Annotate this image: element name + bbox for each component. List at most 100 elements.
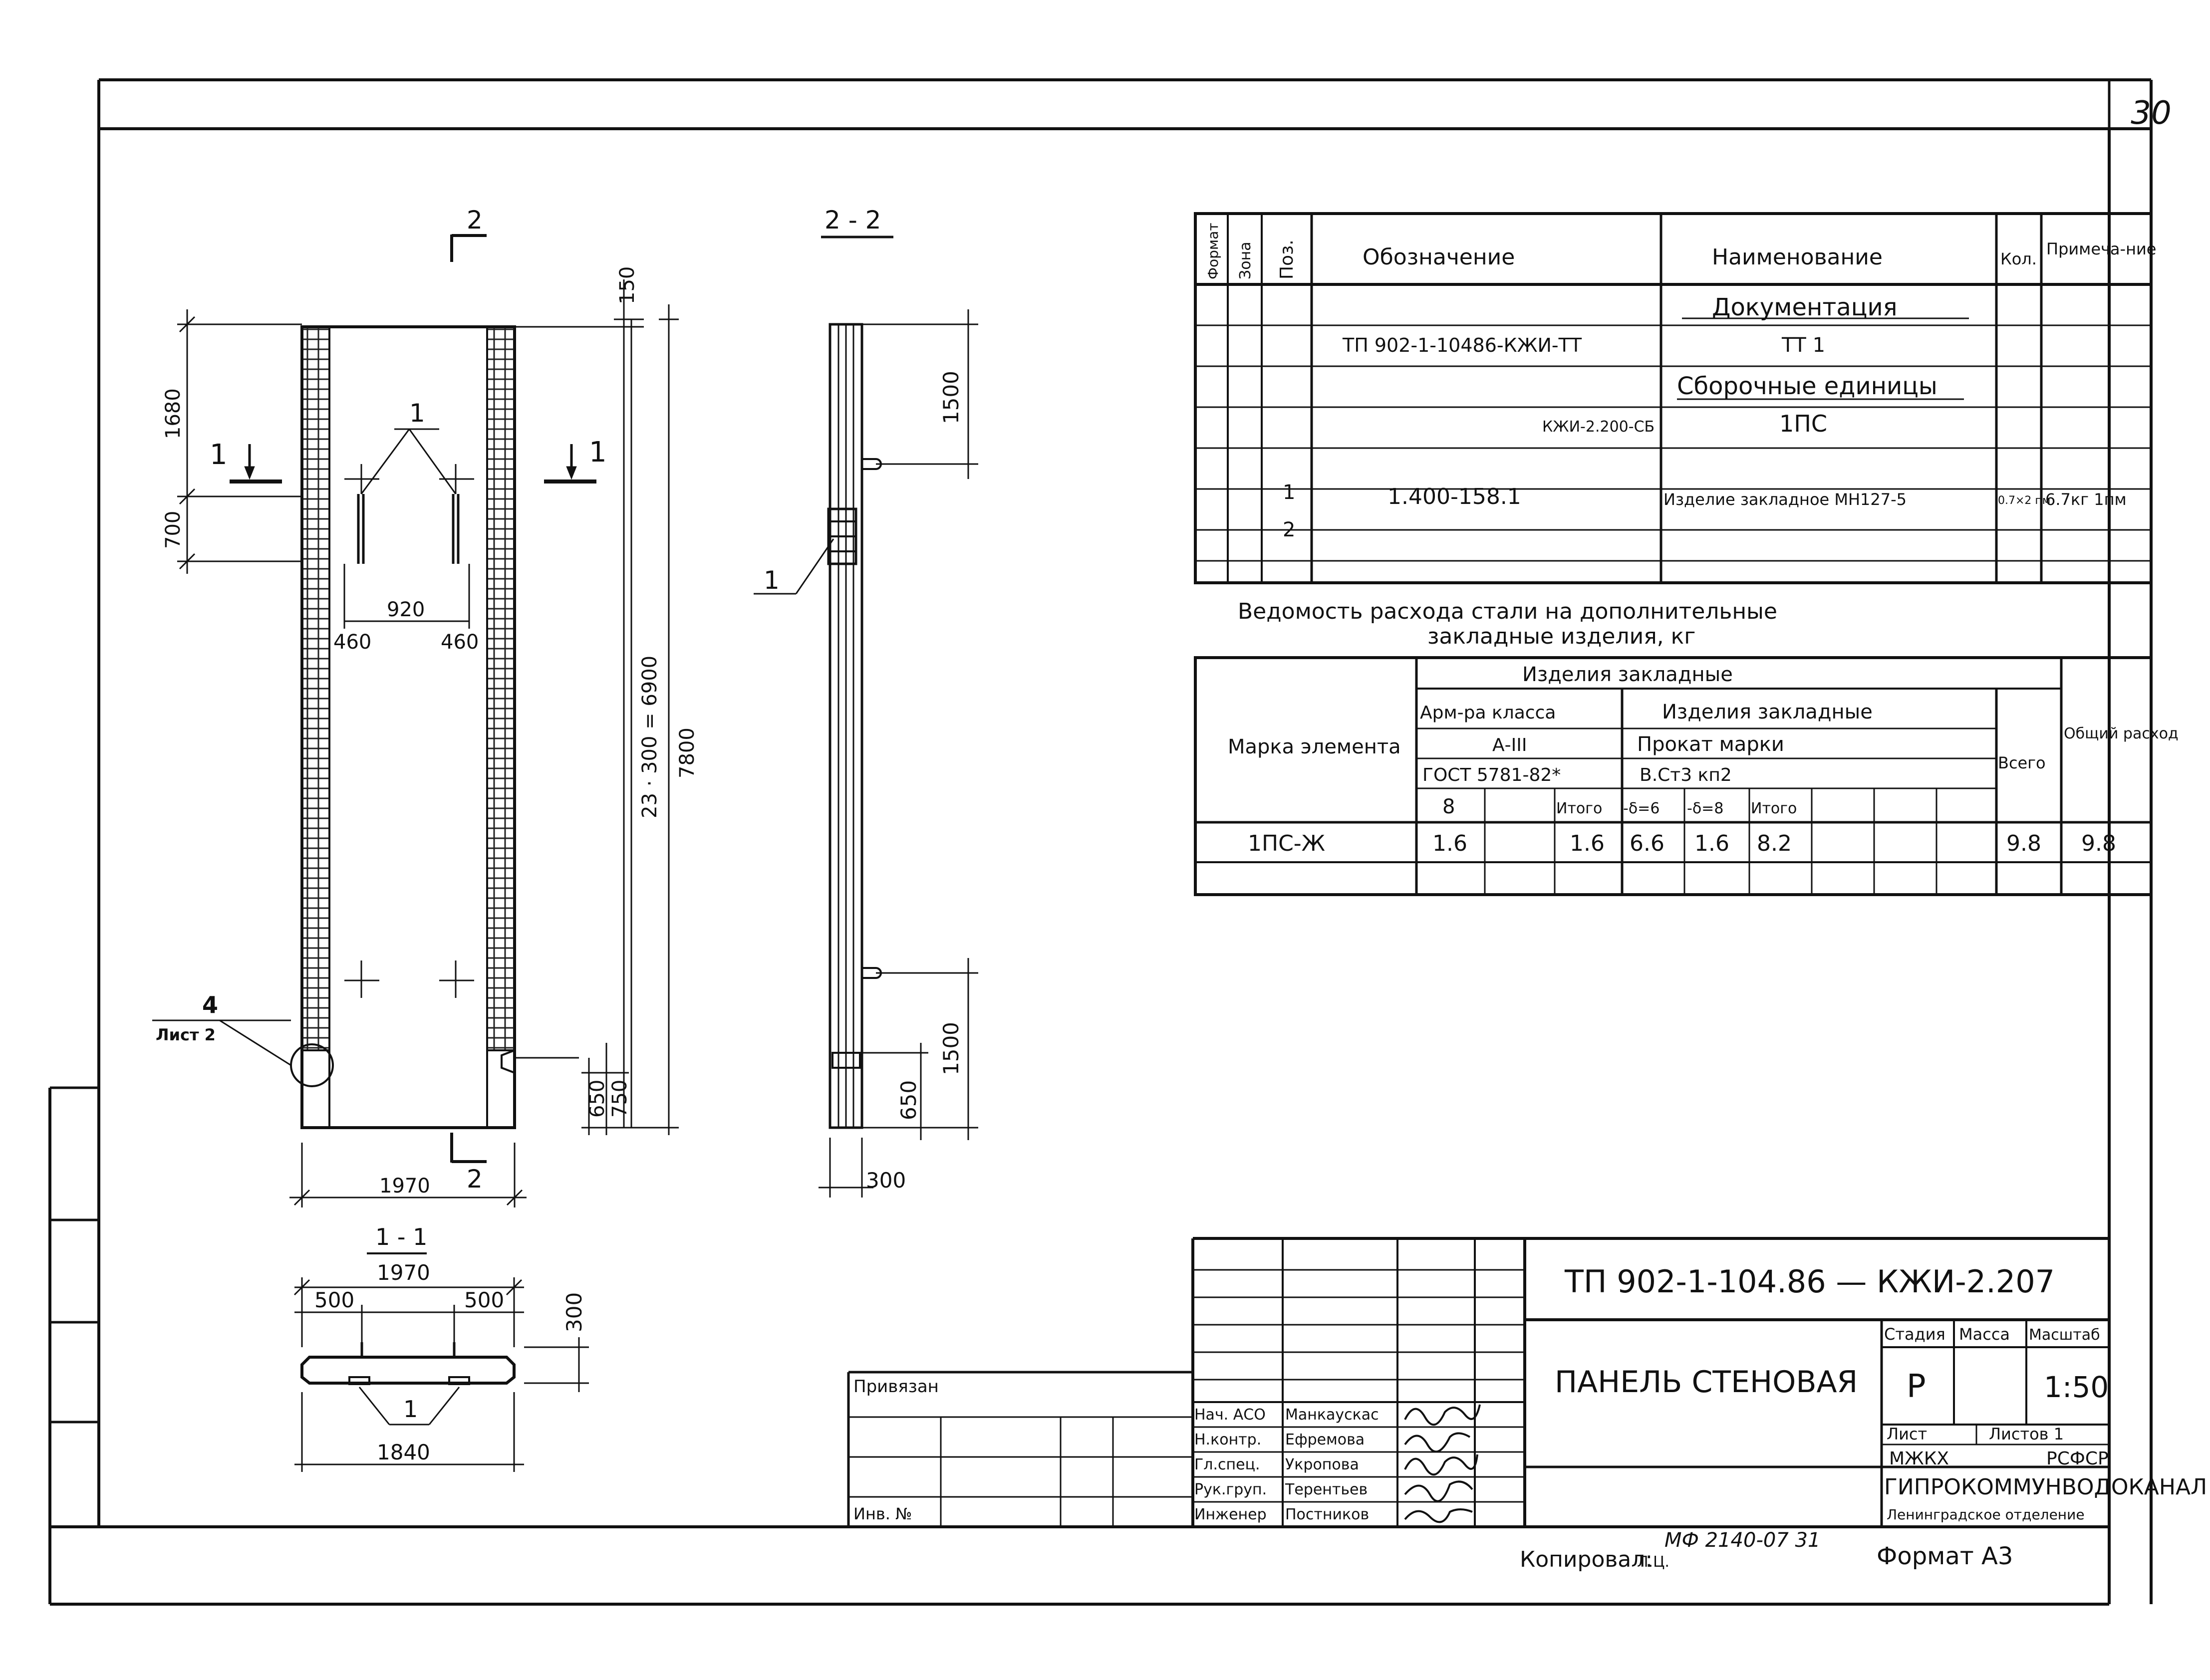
- spec-row-name: Документация: [1712, 293, 1898, 321]
- spec-row-pos: 2: [1283, 518, 1295, 541]
- steel-row-c1: 1.6: [1432, 831, 1467, 856]
- steel-row-c5: 1.6: [1694, 831, 1729, 856]
- steel-sub-col: -δ=6: [1623, 800, 1659, 817]
- scale-value: 1:50: [2044, 1370, 2109, 1404]
- dim-300-side: 300: [866, 1168, 906, 1193]
- spec-row: 2: [1283, 518, 1295, 541]
- steel-sub-col: Итого: [1556, 800, 1602, 817]
- spec-row-designation: 1.400-158.1: [1387, 484, 1521, 509]
- steel-row-c6: 8.2: [1757, 831, 1792, 856]
- staff-role: Нач. АСО: [1194, 1406, 1266, 1424]
- copied-label: Копировал:: [1520, 1547, 1653, 1572]
- spec-row-note: 6.7кг 1пм: [2045, 490, 2127, 509]
- dim-920: 920: [387, 598, 425, 621]
- steel-hdr-arm-gost: ГОСТ 5781-82*: [1422, 765, 1561, 785]
- scale-header: Масштаб: [2029, 1326, 2100, 1344]
- spec-row-designation: ТП 902-1-10486-КЖИ-ТТ: [1342, 334, 1582, 356]
- staff-name: Постников: [1285, 1506, 1369, 1523]
- dim-1500-bottom: 1500: [939, 1022, 963, 1075]
- section-mark-top: 2: [467, 206, 483, 235]
- sheet-header: Лист: [1887, 1425, 1927, 1443]
- section-mark-bottom: 2: [467, 1165, 483, 1194]
- steel-title-line2: закладные изделия, кг: [1427, 624, 1695, 649]
- staff-role: Гл.спец.: [1194, 1456, 1260, 1473]
- staff-name: Терентьев: [1285, 1481, 1368, 1498]
- dim-1680: 1680: [162, 388, 185, 439]
- dim-460-left: 460: [333, 631, 371, 654]
- spec-hdr-name: Наименование: [1712, 244, 1883, 270]
- document-name: ПАНЕЛЬ СТЕНОВАЯ: [1555, 1365, 1858, 1400]
- section-2-2-label: 2 - 2: [825, 206, 881, 235]
- section-1-1-label: 1 - 1: [375, 1223, 427, 1250]
- steel-row-total: 9.8: [2006, 831, 2041, 856]
- format-label: Формат А3: [1877, 1542, 2013, 1570]
- spec-row-pos: 1: [1283, 481, 1295, 504]
- steel-title-line1: Ведомость расхода стали на дополнительны…: [1238, 599, 1777, 624]
- copied-initials: Л.Ц.: [1637, 1553, 1669, 1571]
- spec-hdr-designation: Обозначение: [1363, 244, 1515, 270]
- dim-700: 700: [162, 511, 185, 549]
- callout-pos4: 4: [202, 991, 218, 1018]
- signatures: [1404, 1404, 1481, 1523]
- cut-label-left: 1: [210, 439, 228, 471]
- org-ministry: МЖКХ: [1889, 1448, 1949, 1469]
- section-2-2: [754, 236, 978, 1198]
- dim-6900: 23 · 300 = 6900: [638, 656, 661, 818]
- spec-row: 1 1.400-158.1 Изделие закладное МН127-5 …: [1283, 481, 2127, 509]
- org-branch: Ленинградское отделение: [1887, 1506, 2085, 1523]
- spec-table-header: Формат Зона Поз. Обозначение Наименовани…: [1205, 223, 2156, 279]
- binding-label: Привязан: [853, 1377, 939, 1397]
- spec-row: КЖИ-2.200-СБ 1ПС: [1542, 410, 1827, 437]
- spec-row-designation: КЖИ-2.200-СБ: [1542, 418, 1655, 436]
- front-view: [219, 234, 596, 1163]
- front-view-dim-text: 150 1680 700 920 460 460 23 · 300 = 6900…: [162, 266, 699, 1198]
- dim-500-right: 500: [464, 1288, 504, 1312]
- title-block: [847, 1237, 2109, 1527]
- dim-650-side: 650: [896, 1080, 921, 1120]
- org-republic: РСФСР: [2046, 1448, 2109, 1469]
- dim-460-right: 460: [441, 631, 479, 654]
- dim-300-section: 300: [562, 1292, 586, 1332]
- spec-row-name: 1ПС: [1779, 410, 1827, 437]
- steel-sub-col: -δ=8: [1687, 800, 1723, 817]
- staff-name: Ефремова: [1285, 1431, 1365, 1448]
- steel-table: [1194, 656, 2153, 896]
- steel-hdr-total: Всего: [1998, 753, 2046, 772]
- dim-1840: 1840: [377, 1440, 430, 1464]
- callout-pos1-section: 1: [403, 1396, 418, 1423]
- stage-value: Р: [1907, 1368, 1926, 1405]
- callout-pos1-front: 1: [409, 399, 425, 428]
- steel-hdr-rolled: Прокат марки: [1637, 733, 1784, 756]
- steel-title: Ведомость расхода стали на дополнительны…: [1238, 599, 1777, 649]
- callout-sheet2: Лист 2: [156, 1025, 216, 1044]
- dim-150: 150: [616, 266, 639, 304]
- staff-name: Манкаускас: [1285, 1406, 1379, 1424]
- spec-row-name: ТТ 1: [1781, 334, 1825, 357]
- spec-row: Сборочные единицы: [1677, 372, 1937, 400]
- sheets-header: Листов 1: [1989, 1425, 2064, 1443]
- steel-row-c4: 6.6: [1630, 831, 1664, 856]
- dim-1970-front: 1970: [379, 1175, 430, 1198]
- dim-500-left: 500: [314, 1288, 354, 1312]
- document-code: ТП 902-1-104.86 — КЖИ-2.207: [1564, 1263, 2055, 1300]
- spec-row: ТП 902-1-10486-КЖИ-ТТ ТТ 1: [1342, 334, 1825, 357]
- dim-750: 750: [608, 1080, 631, 1118]
- stamp-code: МФ 2140-07 31: [1664, 1529, 1820, 1552]
- spec-rows: Документация ТП 902-1-10486-КЖИ-ТТ ТТ 1 …: [1283, 293, 2127, 541]
- sheet-number: 30: [2131, 95, 2171, 132]
- steel-hdr-arm: Арм-ра класса: [1420, 703, 1556, 723]
- steel-hdr-steel: В.Ст3 кп2: [1640, 765, 1732, 785]
- front-view-dimensions: [177, 279, 679, 1207]
- dim-1500-top: 1500: [939, 371, 963, 424]
- cut-label-right: 1: [589, 436, 607, 469]
- section-2-2-text: 2 - 2 1 1500 1500 650 300: [764, 206, 963, 1193]
- spec-hdr-pos: Поз.: [1277, 240, 1297, 279]
- front-view-labels: 2 2 1 1 1 4 Лист 2: [152, 206, 607, 1194]
- dim-650: 650: [586, 1080, 609, 1118]
- spec-row-qty: 0.7×2 пм: [1998, 494, 2050, 507]
- steel-row-overall: 9.8: [2081, 831, 2116, 856]
- steel-sub-col: Итого: [1751, 800, 1797, 817]
- staff-role: Н.контр.: [1194, 1431, 1261, 1448]
- section-1-1-text: 1 - 1 1970 500 500 300 1 1840: [314, 1223, 586, 1464]
- spec-row-name: Сборочные единицы: [1677, 372, 1937, 400]
